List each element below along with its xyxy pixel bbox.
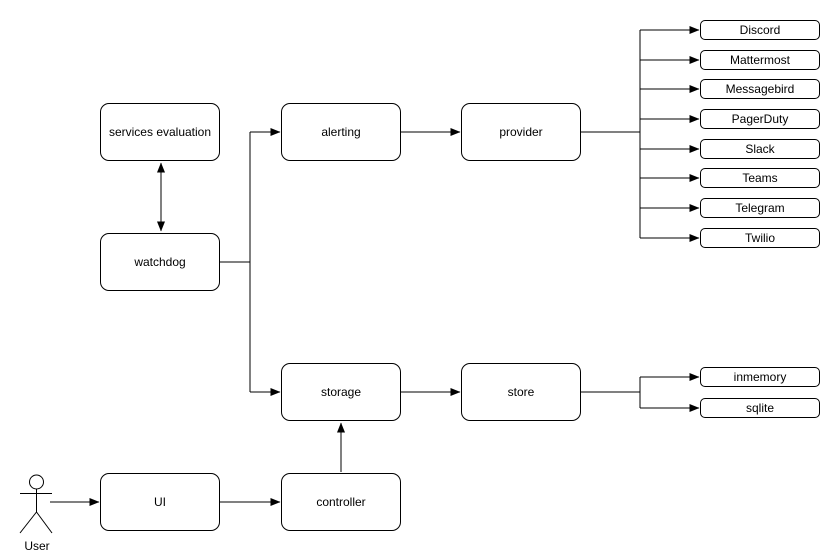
- user-actor-label: User: [24, 539, 50, 553]
- node-sqlite: sqlite: [700, 398, 820, 418]
- node-mattermost: Mattermost: [700, 50, 820, 70]
- node-storage: storage: [281, 363, 401, 421]
- user-actor-icon: [19, 474, 53, 534]
- node-storage-label: storage: [320, 384, 362, 399]
- node-controller-label: controller: [316, 494, 366, 509]
- node-inmemory: inmemory: [700, 367, 820, 387]
- node-controller: controller: [281, 473, 401, 531]
- node-store: store: [461, 363, 581, 421]
- node-alerting-label: alerting: [321, 124, 361, 139]
- node-ui: UI: [100, 473, 220, 531]
- node-mattermost-label: Mattermost: [729, 53, 790, 67]
- node-services-evaluation: services evaluation: [100, 103, 220, 161]
- node-services-evaluation-label: services evaluation: [108, 124, 212, 139]
- node-sqlite-label: sqlite: [745, 401, 774, 415]
- node-telegram: Telegram: [700, 198, 820, 218]
- node-watchdog-label: watchdog: [134, 254, 186, 269]
- node-pagerduty: PagerDuty: [700, 109, 820, 129]
- node-messagebird: Messagebird: [700, 79, 820, 99]
- node-discord: Discord: [700, 20, 820, 40]
- node-slack-label: Slack: [745, 142, 775, 156]
- node-slack: Slack: [700, 139, 820, 159]
- node-twilio-label: Twilio: [744, 231, 775, 245]
- node-pagerduty-label: PagerDuty: [731, 112, 789, 126]
- node-twilio: Twilio: [700, 228, 820, 248]
- node-teams-label: Teams: [742, 171, 778, 185]
- node-provider-label: provider: [499, 124, 543, 139]
- node-watchdog: watchdog: [100, 233, 220, 291]
- node-inmemory-label: inmemory: [733, 370, 787, 384]
- node-telegram-label: Telegram: [735, 201, 785, 215]
- node-teams: Teams: [700, 168, 820, 188]
- node-provider: provider: [461, 103, 581, 161]
- node-store-label: store: [507, 384, 535, 399]
- node-messagebird-label: Messagebird: [725, 82, 795, 96]
- node-alerting: alerting: [281, 103, 401, 161]
- node-discord-label: Discord: [739, 23, 781, 37]
- node-ui-label: UI: [154, 494, 166, 509]
